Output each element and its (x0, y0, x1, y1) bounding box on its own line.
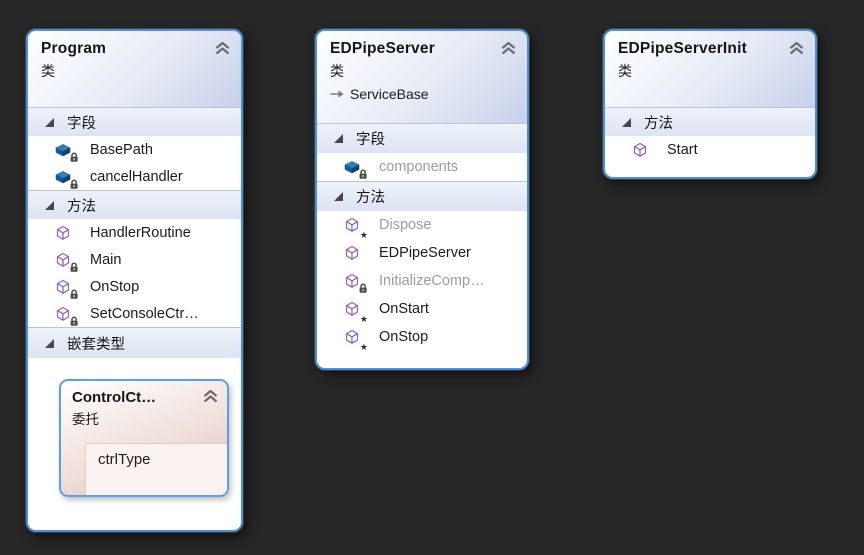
delegate-box-controlct[interactable]: ControlCt… 委托 ctrlType (59, 379, 229, 497)
section-label: 方法 (67, 198, 96, 215)
member-row[interactable]: ★ Dispose (317, 211, 527, 240)
lock-icon (69, 179, 79, 190)
section-label: 方法 (644, 115, 673, 132)
class-title: EDPipeServer (330, 40, 435, 57)
class-header[interactable]: EDPipeServer 类 ServiceBase (317, 31, 527, 123)
delegate-body: ctrlType (85, 443, 227, 495)
method-icon (632, 142, 650, 158)
member-label: Dispose (379, 217, 432, 233)
member-label: OnStop (90, 278, 140, 295)
collapse-chevron-icon[interactable] (215, 42, 230, 55)
class-title: Program (41, 40, 107, 57)
member-row[interactable]: EDPipeServer (317, 239, 527, 267)
class-kind-label: 类 (330, 63, 344, 79)
section-row-methods[interactable]: 方法 (605, 107, 815, 136)
lock-icon (69, 289, 79, 300)
lock-icon (358, 169, 368, 180)
lock-icon (69, 152, 79, 163)
expander-icon[interactable] (622, 117, 631, 127)
member-label: EDPipeServer (379, 245, 471, 261)
member-row[interactable]: BasePath (28, 136, 241, 163)
method-icon: ★ (344, 301, 368, 324)
section-row-methods[interactable]: 方法 (317, 181, 527, 211)
delegate-title: ControlCt… (72, 389, 157, 406)
delegate-kind-label: 委托 (72, 412, 99, 427)
class-header[interactable]: Program 类 (28, 31, 241, 107)
section-row-fields[interactable]: 字段 (317, 123, 527, 153)
member-row[interactable]: OnStop (28, 273, 241, 300)
class-header[interactable]: EDPipeServerInit 类 (605, 31, 815, 107)
member-label: SetConsoleCtr… (90, 305, 199, 322)
section-row-methods[interactable]: 方法 (28, 190, 241, 219)
collapse-chevron-icon[interactable] (501, 42, 516, 55)
section-row-nested-types[interactable]: 嵌套类型 (28, 327, 241, 358)
section-label: 嵌套类型 (67, 336, 125, 353)
member-row[interactable]: ★ OnStart (317, 295, 527, 324)
collapse-chevron-icon[interactable] (203, 390, 218, 403)
base-type-line: ServiceBase (330, 86, 515, 102)
member-label[interactable]: ctrlType (98, 451, 151, 468)
class-title: EDPipeServerInit (618, 40, 747, 57)
member-row[interactable]: Start (605, 136, 815, 163)
member-row[interactable]: InitializeComp… (317, 267, 527, 295)
class-box-edpipeserver[interactable]: EDPipeServer 类 ServiceBase 字段 components… (315, 29, 529, 370)
delegate-header[interactable]: ControlCt… 委托 (61, 381, 227, 443)
method-icon (344, 273, 368, 294)
expander-icon[interactable] (334, 192, 343, 201)
member-label: InitializeComp… (379, 273, 485, 289)
section-row-fields[interactable]: 字段 (28, 107, 241, 136)
member-row[interactable]: ★ OnStop (317, 323, 527, 352)
lock-icon (69, 316, 79, 327)
nested-types-area: ControlCt… 委托 ctrlType (28, 358, 241, 530)
class-kind-label: 类 (618, 63, 632, 79)
member-label: OnStart (379, 301, 429, 317)
class-kind-label: 类 (41, 63, 55, 79)
method-icon (55, 225, 73, 241)
member-label: components (379, 159, 458, 175)
member-label: Start (667, 141, 698, 158)
member-row[interactable]: SetConsoleCtr… (28, 300, 241, 327)
member-row[interactable]: Main (28, 246, 241, 273)
lock-icon (358, 283, 368, 294)
expander-icon[interactable] (334, 134, 343, 143)
member-label: BasePath (90, 141, 153, 158)
lock-icon (69, 262, 79, 273)
member-row[interactable]: HandlerRoutine (28, 219, 241, 246)
field-icon (55, 169, 79, 190)
inheritance-arrow-icon (330, 89, 344, 99)
member-label: OnStop (379, 329, 429, 345)
star-icon: ★ (359, 342, 368, 352)
class-box-edpipeserverinit[interactable]: EDPipeServerInit 类 方法 Start (603, 29, 817, 179)
expander-icon[interactable] (45, 200, 54, 210)
method-icon (55, 279, 79, 300)
expander-icon[interactable] (45, 338, 54, 348)
base-type-label: ServiceBase (350, 86, 429, 102)
field-icon (344, 159, 368, 180)
section-label: 字段 (356, 132, 385, 148)
star-icon: ★ (359, 314, 368, 324)
method-icon (55, 306, 79, 327)
member-label: Main (90, 251, 122, 268)
class-box-program[interactable]: Program 类 字段 BasePath cancelHandler 方法 (26, 29, 243, 532)
expander-icon[interactable] (45, 117, 54, 127)
method-icon (55, 252, 79, 273)
collapse-chevron-icon[interactable] (789, 42, 804, 55)
section-label: 字段 (67, 115, 96, 132)
method-icon: ★ (344, 217, 368, 240)
member-row[interactable]: cancelHandler (28, 163, 241, 190)
method-icon: ★ (344, 329, 368, 352)
member-row[interactable]: components (317, 153, 527, 181)
member-label: cancelHandler (90, 168, 183, 185)
star-icon: ★ (359, 230, 368, 240)
field-icon (55, 142, 79, 163)
section-label: 方法 (356, 190, 385, 206)
member-label: HandlerRoutine (90, 224, 191, 241)
method-icon (344, 245, 362, 261)
